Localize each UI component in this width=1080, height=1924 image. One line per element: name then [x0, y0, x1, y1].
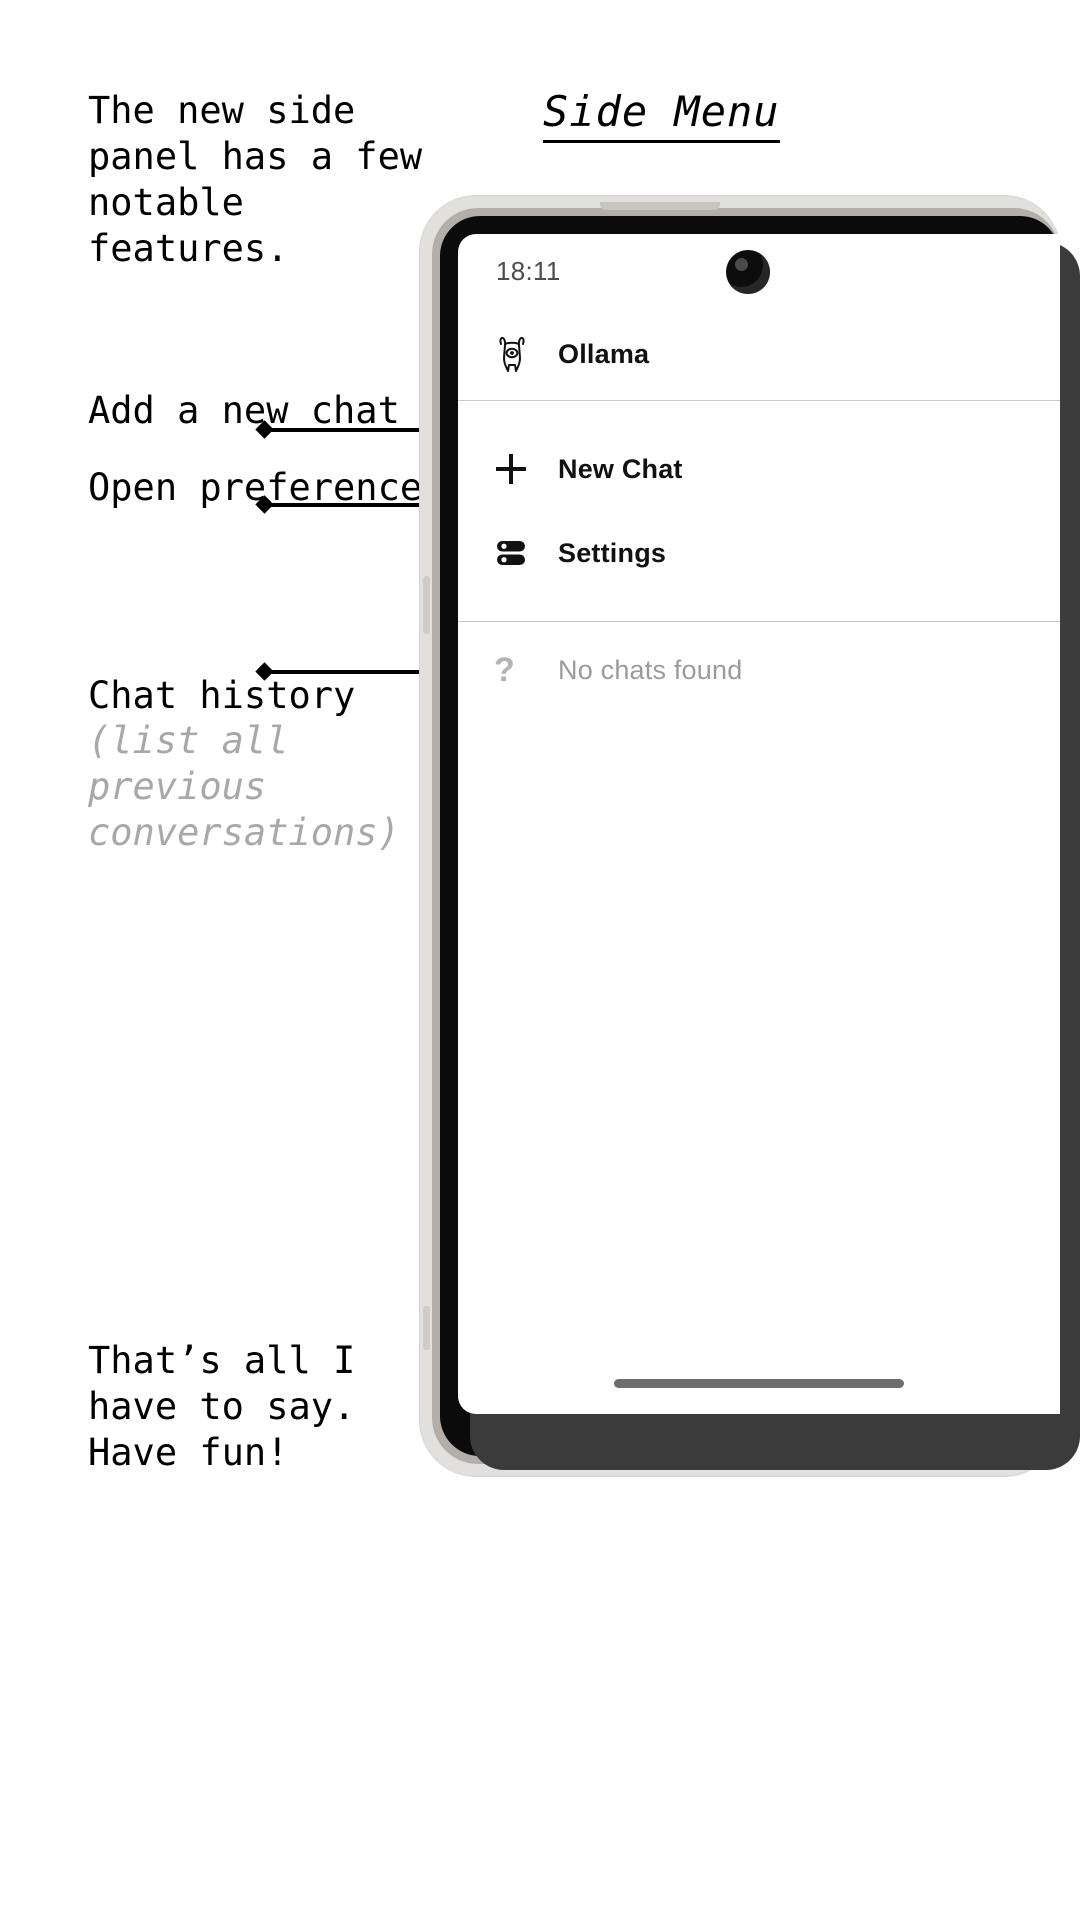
- question-mark-icon: ?: [494, 651, 515, 689]
- front-camera-icon: [726, 250, 770, 294]
- phone-screen: 18:11 Ollama New Chat: [458, 234, 1060, 1414]
- app-header: Ollama: [458, 308, 1060, 400]
- status-bar-clock: 18:11: [496, 256, 561, 286]
- menu-item-new-chat[interactable]: New Chat: [458, 427, 1060, 511]
- menu-item-new-chat-label: New Chat: [558, 453, 683, 484]
- app-header-label: Ollama: [558, 338, 650, 369]
- arrow-shaft: [264, 503, 476, 507]
- menu-item-settings-label: Settings: [558, 537, 667, 568]
- annotation-new-chat: Add a new chat: [88, 389, 400, 432]
- annotation-outro: That’s all I have to say. Have fun!: [88, 1339, 356, 1474]
- annotation-chat-history: Chat history: [88, 674, 356, 717]
- chat-history-empty-label: No chats found: [558, 654, 743, 685]
- chat-history-empty: ? No chats found: [458, 622, 1060, 718]
- annotation-open-preferences: Open preferences: [88, 466, 445, 509]
- spacer: [458, 595, 1060, 621]
- divider-header: [458, 400, 1060, 401]
- annotation-intro: The new side panel has a few notable fea…: [88, 89, 423, 270]
- page-title: Side Menu: [543, 88, 780, 143]
- phone-mockup: 18:11 Ollama New Chat: [420, 196, 1080, 1476]
- menu-item-settings[interactable]: Settings: [458, 511, 1060, 595]
- arrow-shaft: [264, 428, 476, 432]
- annotation-chat-history-note: (list all previous conversations): [88, 719, 400, 854]
- spacer: [458, 401, 1060, 427]
- phone-antenna-line: [600, 202, 720, 210]
- status-bar: 18:11: [458, 234, 1060, 308]
- home-indicator[interactable]: [614, 1379, 904, 1388]
- phone-power-button[interactable]: [423, 1306, 430, 1350]
- llama-icon: [494, 335, 540, 373]
- server-icon: [494, 536, 540, 570]
- divider-history: [458, 621, 1060, 622]
- phone-volume-button[interactable]: [423, 576, 430, 634]
- plus-icon: [494, 452, 540, 486]
